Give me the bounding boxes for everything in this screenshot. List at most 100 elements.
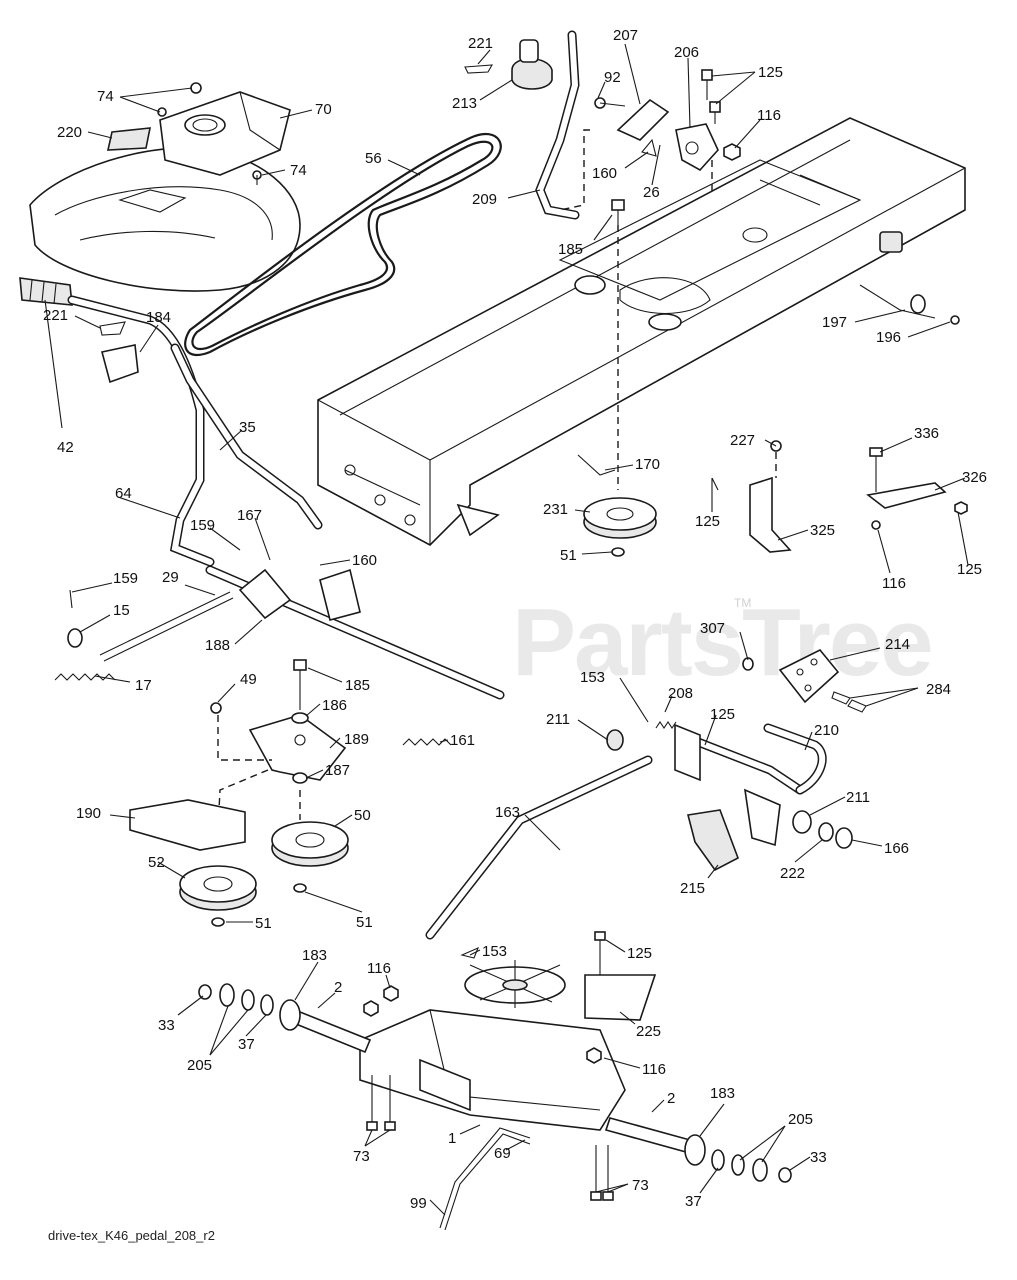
callout-307: 307 — [700, 620, 725, 637]
callout-50: 50 — [354, 807, 371, 824]
washer-15 — [67, 628, 83, 648]
pin-160-top — [641, 138, 657, 157]
callout-37: 37 — [238, 1036, 255, 1053]
callout-37: 37 — [685, 1193, 702, 1210]
dash-49 — [217, 715, 272, 761]
hubs-right — [684, 1134, 792, 1183]
decal-220 — [106, 127, 151, 151]
callout-125: 125 — [627, 945, 652, 962]
callout-49: 49 — [240, 671, 257, 688]
callout-211: 211 — [846, 789, 870, 806]
callout-161: 161 — [450, 732, 475, 749]
callout-185: 185 — [345, 677, 370, 694]
callout-153: 153 — [482, 943, 507, 960]
callout-56: 56 — [365, 150, 382, 167]
knob-213 — [511, 39, 553, 90]
pad-215 — [687, 809, 739, 872]
nuts-116 — [363, 985, 602, 1064]
callout-153: 153 — [580, 669, 605, 686]
bracket-325 — [711, 440, 792, 553]
callout-1: 1 — [448, 1130, 456, 1147]
bracket-170 — [577, 454, 616, 476]
callout-125: 125 — [695, 513, 720, 530]
callout-221: 221 — [468, 35, 493, 52]
spring-208 — [655, 721, 677, 729]
pin-49 — [210, 702, 222, 714]
axle-left — [295, 1010, 372, 1054]
callout-99: 99 — [410, 1195, 427, 1212]
callout-17: 17 — [135, 677, 152, 694]
callout-336: 336 — [914, 425, 939, 442]
callout-205: 205 — [187, 1057, 212, 1074]
callout-73: 73 — [632, 1177, 649, 1194]
callout-190: 190 — [76, 805, 101, 822]
callout-labels: 221 213 207 92 206 125 116 160 26 209 18… — [43, 27, 987, 1212]
link-163 — [425, 755, 653, 940]
callout-183: 183 — [302, 947, 327, 964]
clip-221-left — [99, 321, 126, 336]
callout-197: 197 — [822, 314, 847, 331]
axle-right — [604, 1117, 692, 1153]
bracket-197-196 — [859, 284, 960, 325]
callout-222: 222 — [780, 865, 805, 882]
callout-52: 52 — [148, 854, 165, 871]
trademark: TM — [734, 596, 752, 610]
plate-206 — [675, 123, 719, 172]
callout-325: 325 — [810, 522, 835, 539]
pedal-shaft-210 — [674, 723, 827, 847]
callout-116: 116 — [367, 960, 391, 977]
callout-170: 170 — [635, 456, 660, 473]
callout-69: 69 — [494, 1145, 511, 1162]
callout-210: 210 — [814, 722, 839, 739]
callout-196: 196 — [876, 329, 901, 346]
bracket-326 — [866, 447, 968, 530]
bushing-211-left — [606, 729, 624, 751]
guard-190 — [129, 799, 246, 851]
drive-belt-56 — [184, 132, 502, 356]
callout-92: 92 — [604, 69, 621, 86]
callout-64: 64 — [115, 485, 132, 502]
callout-185: 185 — [558, 241, 583, 258]
callout-206: 206 — [674, 44, 699, 61]
callout-26: 26 — [643, 184, 660, 201]
callout-70: 70 — [315, 101, 332, 118]
callout-207: 207 — [613, 27, 638, 44]
callout-213: 213 — [452, 95, 477, 112]
callout-35: 35 — [239, 419, 256, 436]
callout-163: 163 — [495, 804, 520, 821]
callout-33: 33 — [158, 1017, 175, 1034]
callout-221: 221 — [43, 307, 68, 324]
diagram-caption: drive-tex_K46_pedal_208_r2 — [48, 1228, 215, 1243]
callout-159: 159 — [113, 570, 138, 587]
callout-51: 51 — [255, 915, 272, 932]
callout-51: 51 — [356, 914, 373, 931]
callout-29: 29 — [162, 569, 179, 586]
bracket-207 — [594, 97, 670, 141]
callout-186: 186 — [322, 697, 347, 714]
callout-188: 188 — [205, 637, 230, 654]
callout-208: 208 — [668, 685, 693, 702]
callout-211: 211 — [546, 711, 570, 728]
shield-225 — [584, 931, 657, 1021]
dash-lever — [559, 129, 590, 211]
seat-pan-body — [29, 147, 301, 292]
bolts-125-top — [701, 69, 741, 161]
callout-73: 73 — [353, 1148, 370, 1165]
callout-326: 326 — [962, 469, 987, 486]
callout-189: 189 — [344, 731, 369, 748]
pin-159 — [69, 589, 73, 609]
spring-161 — [402, 738, 452, 746]
callout-215: 215 — [680, 880, 705, 897]
pulley-231 — [583, 497, 657, 557]
callout-160: 160 — [352, 552, 377, 569]
callout-74: 74 — [290, 162, 307, 179]
rod-35 — [170, 343, 323, 530]
callout-166: 166 — [884, 840, 909, 857]
watermark: PartsTree — [512, 589, 934, 696]
callout-225: 225 — [636, 1023, 661, 1040]
pulley-52 — [179, 865, 257, 927]
clip-221-top — [464, 64, 493, 74]
callout-227: 227 — [730, 432, 755, 449]
